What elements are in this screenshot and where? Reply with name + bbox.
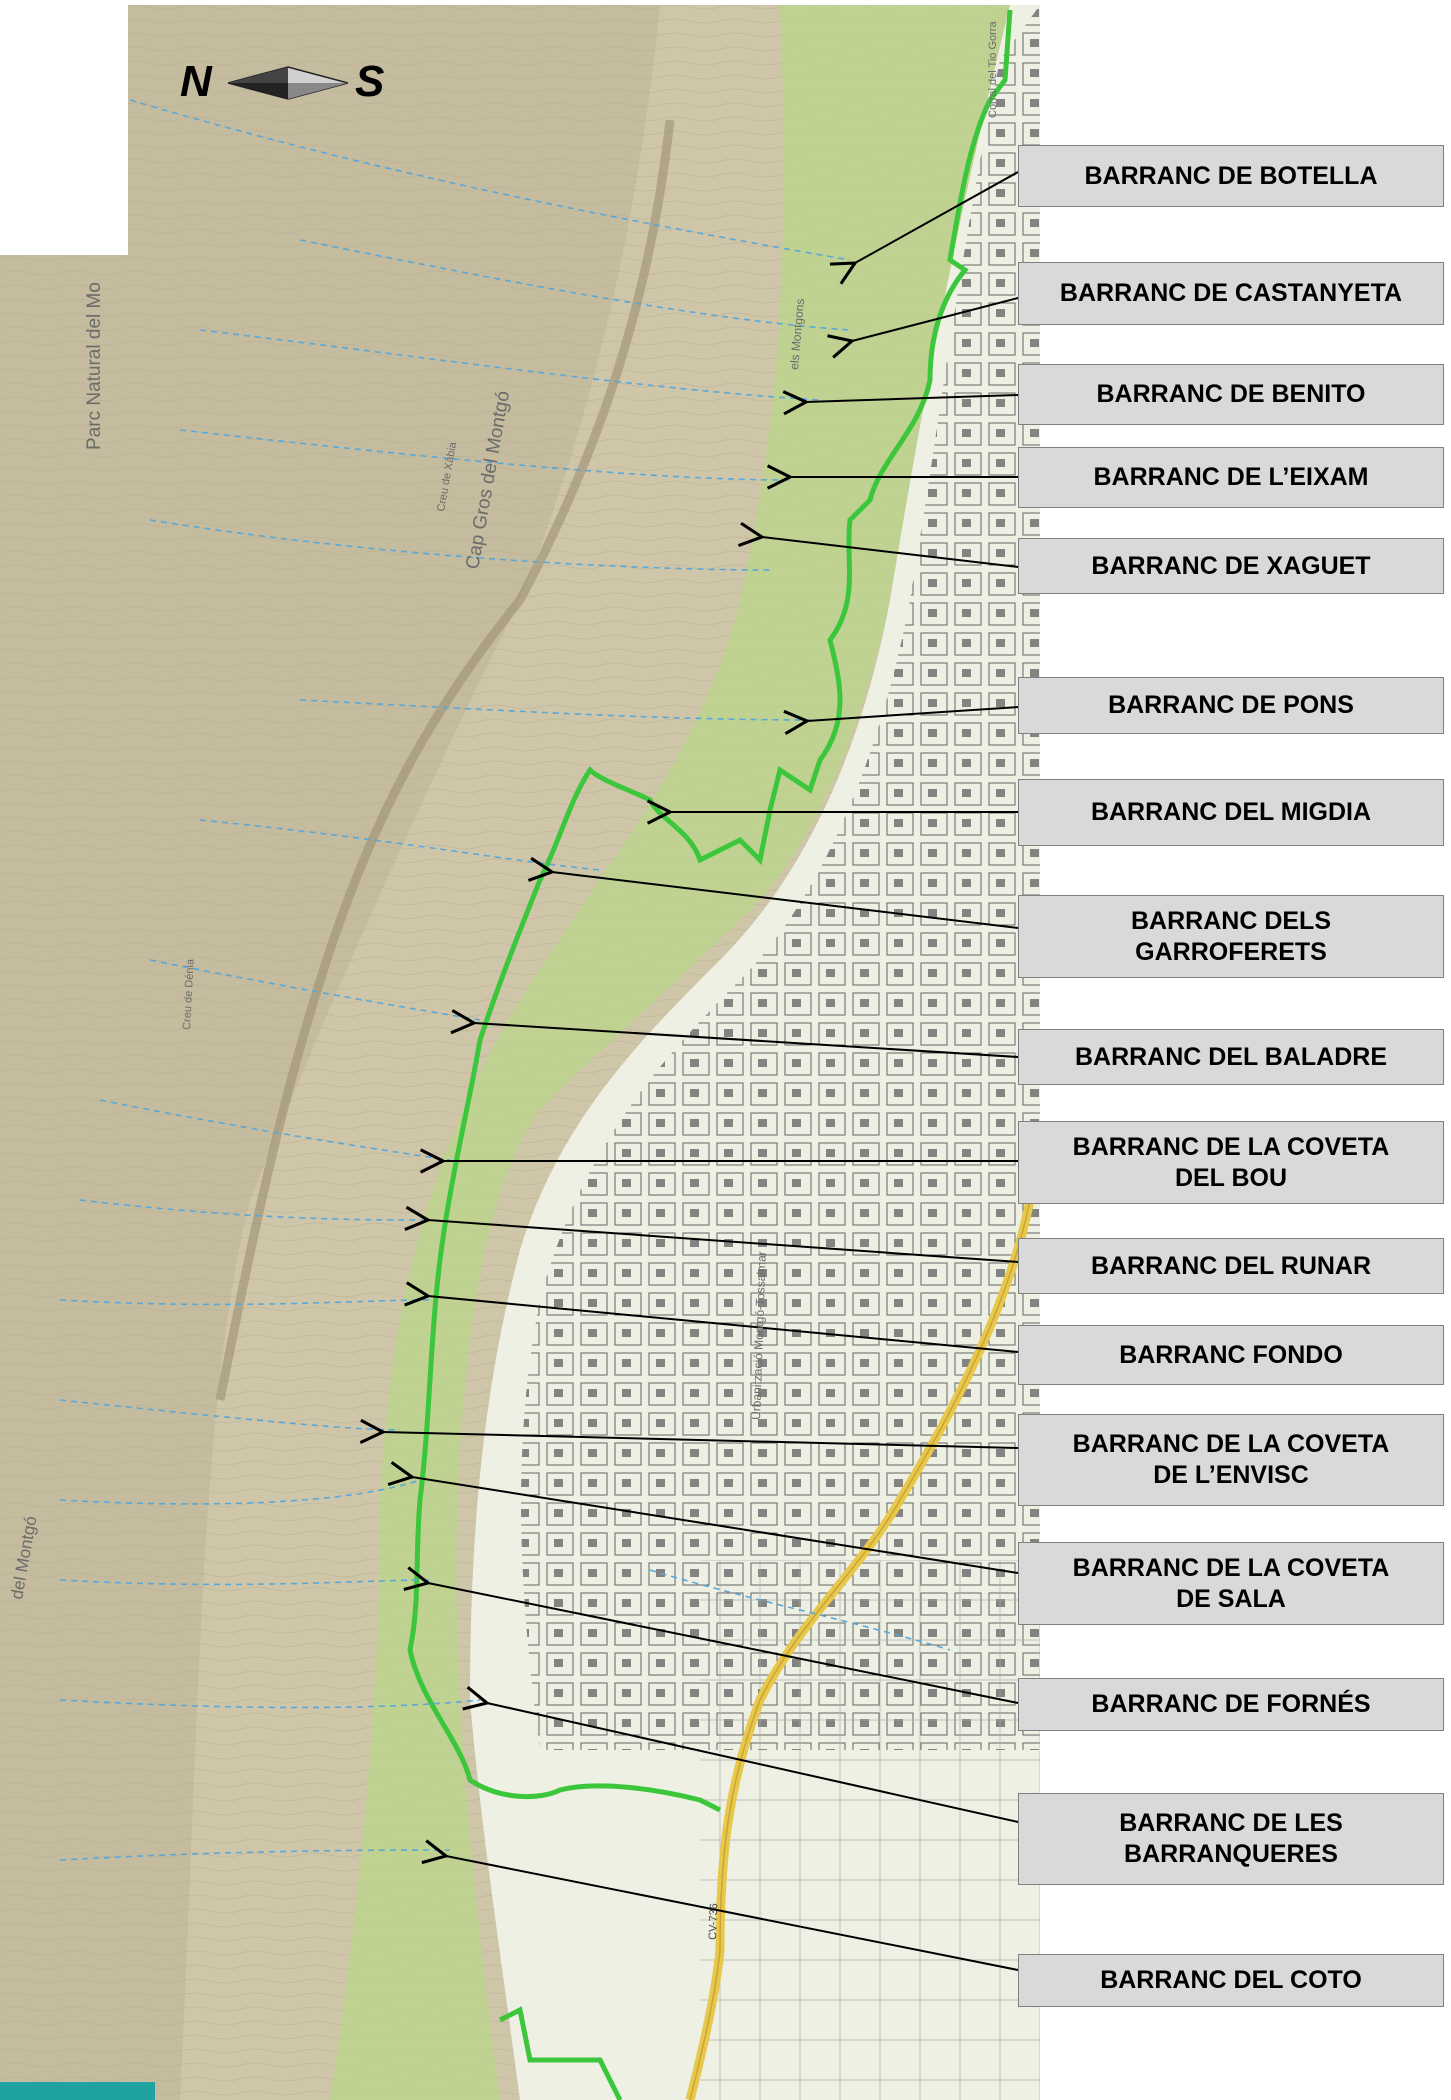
arrow-runar	[428, 1220, 1019, 1263]
compass-icon	[228, 66, 348, 100]
streams	[59, 99, 951, 1861]
green-slopes	[330, 5, 1010, 2100]
ridge-shading	[0, 5, 660, 2100]
arrow-coveta-envisc	[383, 1432, 1019, 1449]
arrow-baladre	[474, 1023, 1019, 1058]
label-barranc-eixam[interactable]: BARRANC DE L’EIXAM	[1018, 447, 1444, 508]
arrow-coveta-sala	[412, 1477, 1019, 1574]
park-label: Parc Natural del Mo	[84, 282, 105, 450]
arrow-benito	[806, 395, 1019, 402]
label-barranc-coveta-bou[interactable]: BARRANC DE LA COVETA DEL BOU	[1018, 1121, 1444, 1204]
arrow-xaguet	[762, 537, 1019, 568]
park-boundary-lower	[498, 2006, 623, 2100]
label-barranc-coveta-sala[interactable]: BARRANC DE LA COVETA DE SALA	[1018, 1542, 1444, 1625]
label-barranc-garroferets[interactable]: BARRANC DELS GARROFERETS	[1018, 895, 1444, 978]
label-barranc-pons[interactable]: BARRANC DE PONS	[1018, 677, 1444, 734]
label-barranc-baladre[interactable]: BARRANC DEL BALADRE	[1018, 1029, 1444, 1085]
leader-arrows	[383, 171, 1019, 1971]
arrow-castanyeta	[852, 297, 1019, 341]
label-barranc-fornes[interactable]: BARRANC DE FORNÉS	[1018, 1678, 1444, 1731]
label-barranc-coveta-envisc[interactable]: BARRANC DE LA COVETA DE L’ENVISC	[1018, 1414, 1444, 1506]
label-barranc-runar[interactable]: BARRANC DEL RUNAR	[1018, 1238, 1444, 1294]
cliff-line	[215, 119, 675, 1401]
arrow-fondo	[428, 1296, 1019, 1353]
label-barranc-castanyeta[interactable]: BARRANC DE CASTANYETA	[1018, 262, 1444, 325]
montgons-label: els Montgons	[787, 298, 807, 370]
label-barranc-benito[interactable]: BARRANC DE BENITO	[1018, 364, 1444, 425]
creu-denia-label: Creu de Dénia	[181, 958, 197, 1030]
arrow-pons	[807, 706, 1019, 721]
park-boundary	[407, 9, 1013, 1813]
road-label: CV-736	[707, 1903, 720, 1940]
label-barranc-fondo[interactable]: BARRANC FONDO	[1018, 1325, 1444, 1385]
label-barranc-migdia[interactable]: BARRANC DEL MIGDIA	[1018, 779, 1444, 846]
arrow-fornes	[428, 1583, 1019, 1704]
top-left-margin	[0, 0, 128, 255]
fields	[700, 1560, 1040, 2100]
corral-label: Corral del Tio Gorra	[987, 21, 999, 118]
houses-pattern	[521, 5, 1040, 1750]
arrow-garroferets	[552, 872, 1019, 929]
arrow-coto	[446, 1856, 1019, 1971]
compass-north-label: N	[180, 57, 212, 106]
urbanitzacio-label: Urbanització Montgó-Tossalmar	[749, 1251, 769, 1420]
top-margin	[0, 0, 1451, 5]
label-barranc-coto[interactable]: BARRANC DEL COTO	[1018, 1954, 1444, 2007]
label-barranc-barranqueres[interactable]: BARRANC DE LES BARRANQUERES	[1018, 1793, 1444, 1885]
compass: N S	[180, 55, 400, 115]
compass-south-label: S	[355, 57, 385, 106]
arrow-botella	[855, 171, 1019, 263]
label-barranc-xaguet[interactable]: BARRANC DE XAGUET	[1018, 538, 1444, 594]
arrow-barranqueres	[487, 1703, 1019, 1823]
teal-corner-tab	[0, 2082, 155, 2100]
label-barranc-botella[interactable]: BARRANC DE BOTELLA	[1018, 145, 1444, 207]
